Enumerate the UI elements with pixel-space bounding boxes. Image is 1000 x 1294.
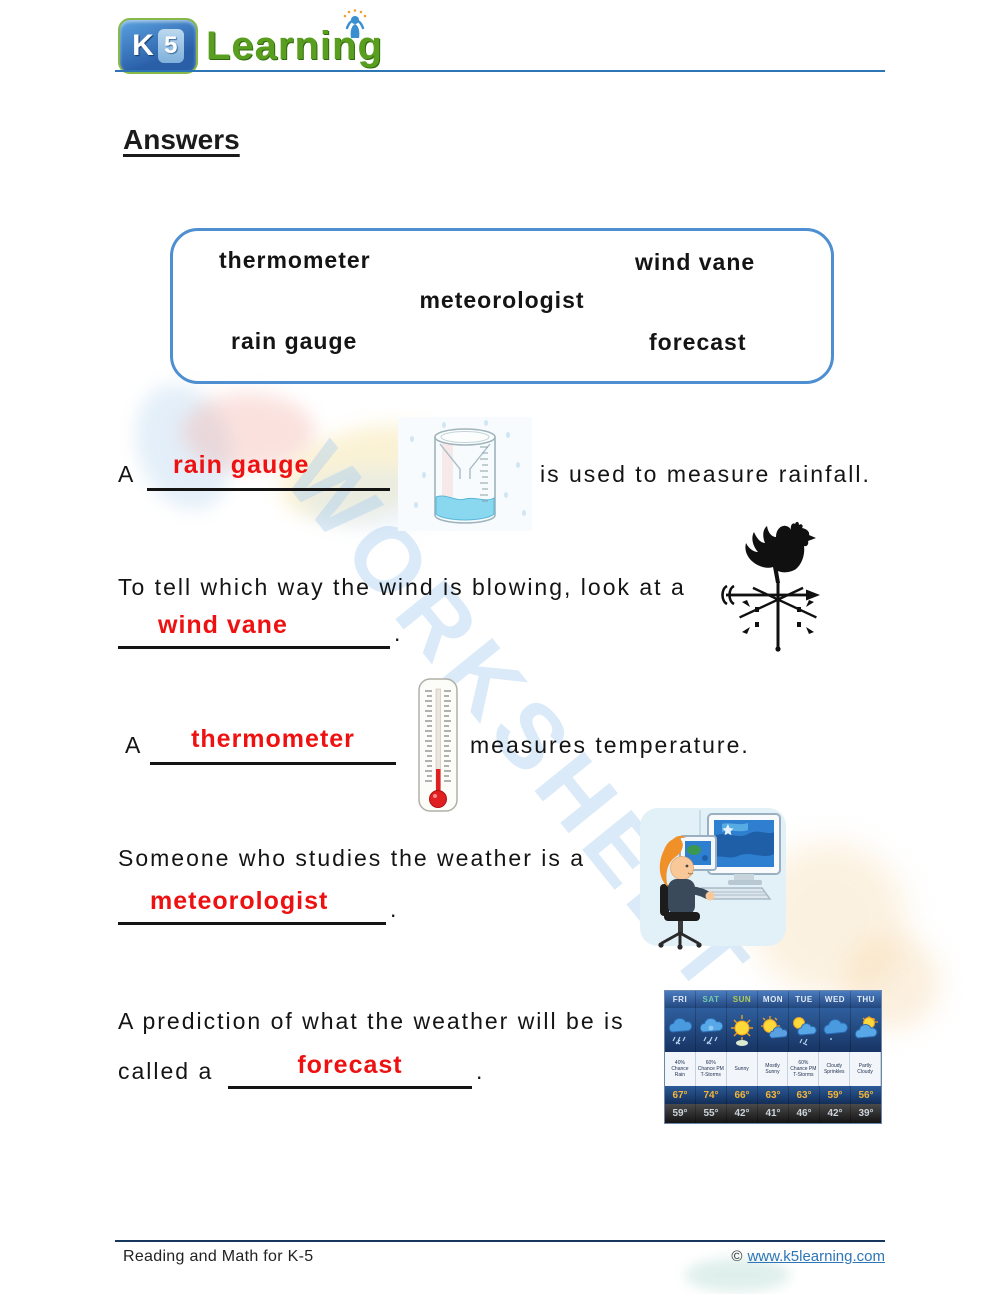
q5-text-line2: called a bbox=[118, 1058, 214, 1084]
low-temp: 41° bbox=[765, 1108, 781, 1119]
q3-answer-blank: thermometer bbox=[150, 716, 396, 765]
q4-period: . bbox=[390, 896, 399, 922]
word-bank-wind-vane: wind vane bbox=[635, 249, 756, 275]
page-title: Answers bbox=[123, 124, 240, 155]
q4-text: Someone who studies the weather is a bbox=[118, 845, 586, 871]
word-bank-rain-gauge: rain gauge bbox=[231, 328, 358, 354]
partly-cloudy-icon bbox=[854, 1016, 878, 1039]
header-rule bbox=[115, 70, 885, 72]
thermometer-icon bbox=[418, 678, 458, 812]
rain-gauge-icon bbox=[398, 417, 532, 531]
q3-prefix: A bbox=[125, 732, 143, 758]
logo-wordmark: Learning bbox=[206, 8, 383, 69]
word-bank-thermometer: thermometer bbox=[219, 247, 371, 273]
low-temp: 39° bbox=[858, 1108, 874, 1119]
q3-suffix: measures temperature. bbox=[470, 732, 750, 758]
k5-learning-logo: K 5 Learning bbox=[118, 8, 383, 74]
high-temp: 59° bbox=[827, 1089, 843, 1101]
forecast-desc: Sunny bbox=[734, 1065, 749, 1072]
q5-period: . bbox=[476, 1058, 485, 1084]
footer-rule bbox=[115, 1240, 885, 1242]
day-label: SAT bbox=[702, 995, 720, 1004]
high-temp: 63° bbox=[765, 1089, 781, 1101]
chance-storm-icon bbox=[793, 1017, 817, 1046]
day-label: WED bbox=[824, 995, 846, 1004]
forecast-desc: Partly Cloudy bbox=[857, 1062, 873, 1075]
q4-answer-blank: meteorologist bbox=[118, 878, 386, 925]
q1-prefix: A bbox=[118, 461, 136, 487]
day-label: TUE bbox=[795, 995, 813, 1004]
high-temp: 66° bbox=[734, 1089, 750, 1101]
forecast-icon-row bbox=[665, 1008, 881, 1052]
forecast-high-row: 67° 74° 66° 63° 63° 59° 56° bbox=[665, 1086, 881, 1104]
q2-answer: wind vane bbox=[158, 611, 288, 639]
forecast-widget: FRI SAT SUN MON TUE WED THU bbox=[664, 990, 882, 1124]
forecast-desc: Mostly Sunny bbox=[765, 1062, 780, 1075]
q1-answer-blank: rain gauge bbox=[147, 446, 390, 491]
low-temp: 55° bbox=[703, 1108, 719, 1119]
forecast-desc-row: 40% Chance Rain 60% Chance PM T-Storms S… bbox=[665, 1052, 882, 1086]
low-temp: 59° bbox=[672, 1108, 688, 1119]
sun-icon bbox=[731, 1015, 753, 1046]
logo-5-tab: 5 bbox=[157, 29, 184, 63]
k5learning-link[interactable]: www.k5learning.com bbox=[747, 1248, 885, 1265]
q1-suffix: is used to measure rainfall. bbox=[540, 461, 871, 487]
logo-k-letter: K bbox=[132, 29, 154, 62]
low-temp: 42° bbox=[827, 1108, 843, 1119]
q5-answer-blank: forecast bbox=[228, 1042, 472, 1089]
word-bank-box: thermometer wind vane meteorologist rain… bbox=[170, 228, 834, 384]
storm-cloud-icon bbox=[699, 1017, 724, 1045]
forecast-desc: 40% Chance Rain bbox=[671, 1059, 689, 1079]
forecast-desc: 60% Chance PM T-Storms bbox=[790, 1059, 817, 1079]
q5-text-line1: A prediction of what the weather will be… bbox=[118, 1008, 625, 1034]
q1-answer: rain gauge bbox=[173, 451, 310, 479]
day-label: SUN bbox=[732, 995, 752, 1004]
learning-figure-icon bbox=[343, 8, 367, 38]
copyright-symbol: © bbox=[731, 1248, 743, 1265]
rain-cloud-icon bbox=[668, 1017, 693, 1045]
footer-tagline: Reading and Math for K-5 bbox=[123, 1248, 314, 1265]
mostly-sunny-icon bbox=[761, 1016, 787, 1039]
q3-answer: thermometer bbox=[191, 725, 355, 753]
day-label: FRI bbox=[672, 995, 688, 1004]
high-temp: 74° bbox=[703, 1089, 719, 1101]
forecast-day-row: FRI SAT SUN MON TUE WED THU bbox=[665, 991, 881, 1008]
low-temp: 42° bbox=[734, 1108, 750, 1119]
k5-book-icon: K 5 bbox=[118, 18, 198, 74]
forecast-low-row: 59° 55° 42° 41° 46° 42° 39° bbox=[665, 1104, 881, 1123]
high-temp: 67° bbox=[672, 1089, 688, 1101]
cloud-icon bbox=[823, 1019, 848, 1040]
q2-answer-blank: wind vane bbox=[118, 602, 390, 649]
day-label: THU bbox=[857, 995, 875, 1004]
weathervane-icon bbox=[721, 521, 820, 652]
forecast-desc: 60% Chance PM T-Storms bbox=[697, 1059, 724, 1079]
word-bank-forecast: forecast bbox=[649, 329, 747, 355]
q4-answer: meteorologist bbox=[150, 887, 329, 915]
meteorologist-icon bbox=[640, 808, 786, 950]
q2-period: . bbox=[394, 620, 403, 646]
forecast-desc: Cloudy Sprinkles bbox=[823, 1062, 845, 1075]
q5-answer: forecast bbox=[297, 1051, 403, 1079]
word-bank-meteorologist: meteorologist bbox=[419, 287, 585, 313]
low-temp: 46° bbox=[796, 1108, 812, 1119]
day-label: MON bbox=[762, 995, 784, 1004]
high-temp: 63° bbox=[796, 1089, 812, 1101]
footer-credit: ©www.k5learning.com bbox=[731, 1248, 885, 1265]
high-temp: 56° bbox=[858, 1089, 874, 1101]
q2-text: To tell which way the wind is blowing, l… bbox=[118, 574, 686, 600]
